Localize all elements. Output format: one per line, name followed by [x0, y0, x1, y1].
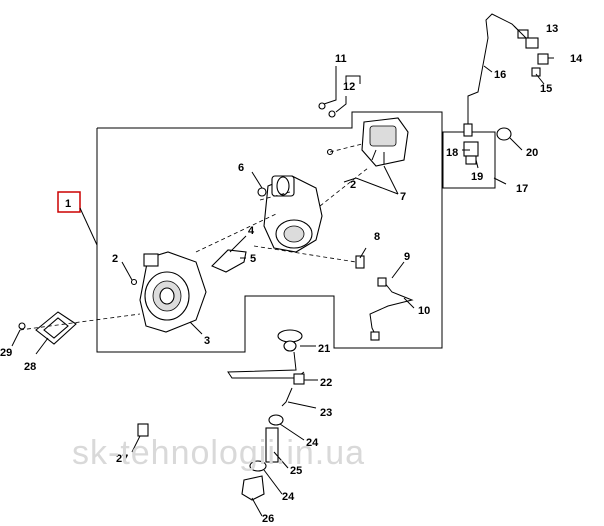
callout-24a[interactable]: 24	[306, 437, 319, 449]
callout-29[interactable]: 29	[0, 347, 12, 359]
callout-27[interactable]: 27	[116, 453, 128, 465]
callout-20[interactable]: 20	[526, 147, 538, 159]
callout-4[interactable]: 4	[248, 225, 255, 237]
mounting-bracket	[211, 249, 247, 273]
callout-22[interactable]: 22	[320, 377, 332, 389]
callout-5[interactable]: 5	[250, 253, 256, 265]
callout-28[interactable]: 28	[24, 361, 36, 373]
compressor-assembly	[263, 175, 323, 253]
bolt-11	[318, 102, 326, 110]
callout-23[interactable]: 23	[320, 407, 332, 419]
bolt-2a	[130, 278, 138, 286]
callout-18[interactable]: 18	[446, 147, 458, 159]
callout-25[interactable]: 25	[290, 465, 302, 477]
callout-8[interactable]: 8	[374, 231, 380, 243]
callout-3[interactable]: 3	[204, 335, 210, 347]
callout-16[interactable]: 16	[494, 69, 506, 81]
callout-9[interactable]: 9	[404, 251, 410, 263]
sensor-8	[355, 255, 365, 269]
oil-drain-tube	[137, 329, 305, 501]
callout-26[interactable]: 26	[262, 513, 274, 525]
callout-13[interactable]: 13	[546, 23, 558, 35]
sensor-cable	[369, 281, 414, 337]
callout-6[interactable]: 6	[238, 162, 244, 174]
callout-15[interactable]: 15	[540, 83, 552, 95]
turbine-housing	[139, 251, 207, 333]
callout-1[interactable]: 1	[65, 198, 71, 210]
callout-12[interactable]: 12	[343, 81, 355, 93]
callout-10[interactable]: 10	[418, 305, 430, 317]
callout-14[interactable]: 14	[570, 53, 583, 65]
bolt-29	[18, 322, 26, 330]
callout-24b[interactable]: 24	[282, 491, 295, 503]
callout-2b[interactable]: 2	[350, 179, 356, 191]
callout-2a[interactable]: 2	[112, 253, 118, 265]
callout-1-highlight-box[interactable]	[57, 191, 81, 213]
bolt-6	[257, 187, 267, 197]
fitting-20	[496, 127, 512, 141]
drain-fitting	[463, 141, 479, 165]
oil-feed-pipe	[467, 13, 521, 132]
pipe-fitting	[525, 37, 549, 77]
callout-11[interactable]: 11	[335, 53, 347, 65]
watermark-text: sk-tehnologii.in.ua	[72, 434, 365, 472]
callout-21[interactable]: 21	[318, 343, 330, 355]
assembly-outline	[96, 111, 443, 353]
callout-17[interactable]: 17	[516, 183, 528, 195]
gasket-28	[35, 311, 77, 345]
bolt-12	[328, 110, 336, 118]
wastegate-actuator	[361, 117, 409, 167]
callout-7[interactable]: 7	[400, 191, 406, 203]
callout-19[interactable]: 19	[471, 171, 483, 183]
